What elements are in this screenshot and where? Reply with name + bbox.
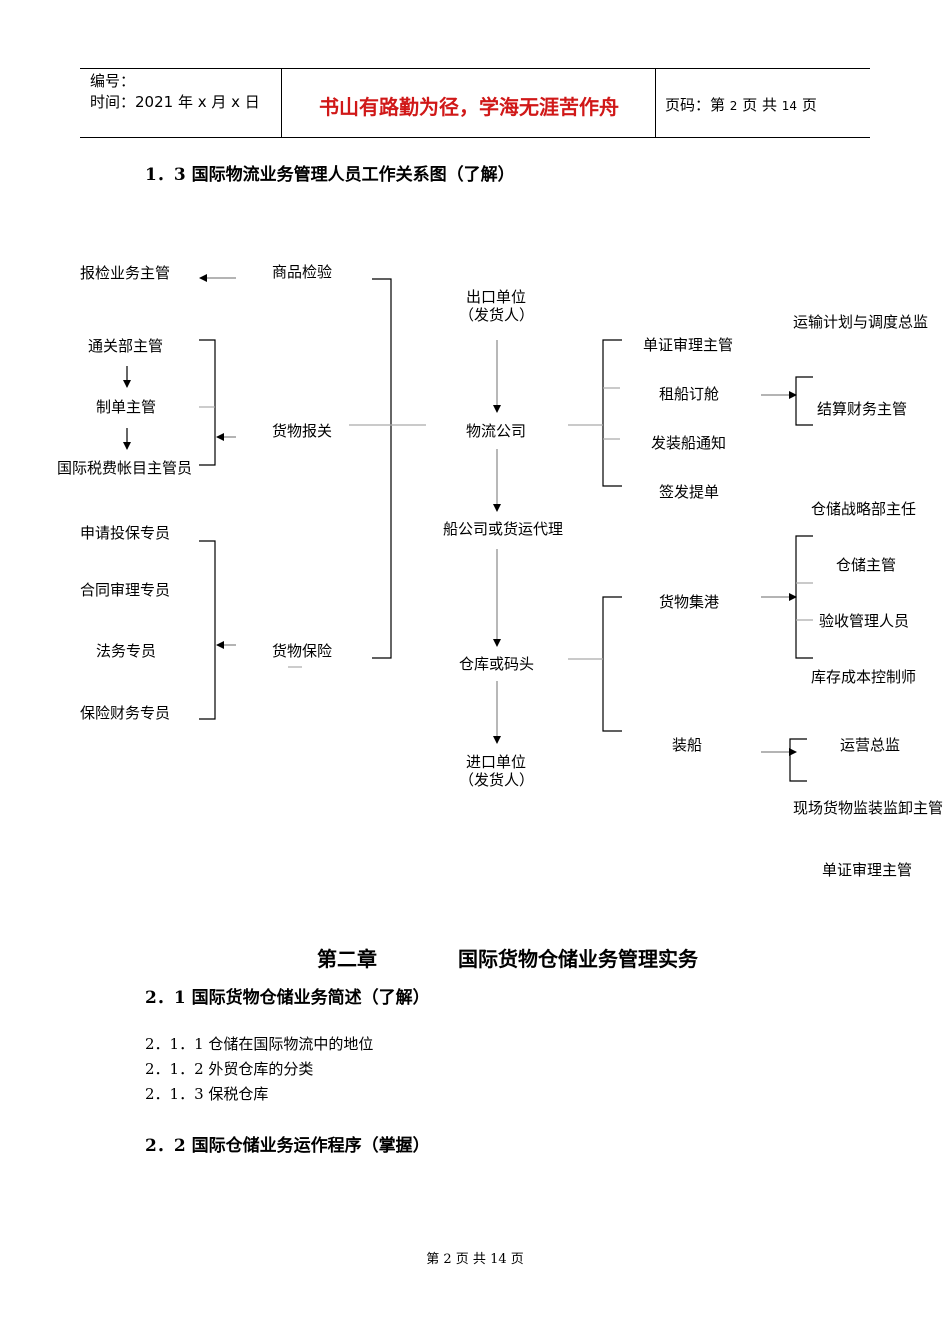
- footer-suffix: 页: [510, 1252, 524, 1267]
- bracket: [795, 376, 813, 426]
- footer-total: 14: [490, 1252, 507, 1267]
- node-warehouse-strategy: 仓储战略部主任: [811, 500, 917, 518]
- page-current: 2: [729, 99, 738, 113]
- bracket: [199, 339, 216, 466]
- page-header: 编号： 时间：2021 年 x 月 x 日 书山有路勤为径，学海无涯苦作舟 页码…: [80, 68, 870, 138]
- node-exporter-line1: 出口单位: [466, 288, 527, 306]
- page-mid: 页 共: [742, 96, 777, 114]
- node-warehouse-supervisor: 仓储主管: [836, 556, 897, 574]
- node-insurance-applicant: 申请投保专员: [80, 524, 171, 542]
- node-shipping-notice: 发装船通知: [651, 434, 727, 452]
- bracket: [602, 339, 622, 487]
- doc-time-label: 时间：2021 年 x 月 x 日: [90, 93, 260, 111]
- node-cargo-consolidation: 货物集港: [659, 593, 720, 611]
- header-divider: [655, 69, 656, 137]
- list-item: 2．1．3 保税仓库: [145, 1085, 269, 1103]
- node-document-supervisor: 制单主管: [96, 398, 157, 416]
- node-insurance-finance: 保险财务专员: [80, 704, 171, 722]
- node-inspection-supervisor: 报检业务主管: [80, 264, 171, 282]
- node-document-review-2: 单证审理主管: [822, 861, 913, 879]
- node-loading: 装船: [672, 736, 703, 754]
- section-heading: 1．3 国际物流业务管理人员工作关系图（了解）: [145, 165, 515, 185]
- doc-number-label: 编号：: [90, 72, 136, 90]
- bracket: [789, 738, 807, 782]
- node-transport-director: 运输计划与调度总监: [793, 313, 929, 331]
- node-inventory-cost: 库存成本控制师: [811, 668, 917, 686]
- page-suffix: 页: [801, 96, 817, 114]
- list-item: 2．1．1 仓储在国际物流中的地位: [145, 1035, 374, 1053]
- footer-mid: 页 共: [455, 1252, 486, 1267]
- node-site-supervisor: 现场货物监装监卸主管: [793, 799, 944, 817]
- node-shipping-agent: 船公司或货运代理: [443, 520, 564, 538]
- node-settlement-finance: 结算财务主管: [817, 400, 908, 418]
- bracket: [372, 278, 392, 659]
- header-meta: 编号： 时间：2021 年 x 月 x 日: [90, 71, 260, 113]
- node-bill-issue: 签发提单: [659, 483, 720, 501]
- node-legal-specialist: 法务专员: [96, 642, 157, 660]
- node-importer-line2: （发货人）: [459, 771, 535, 789]
- node-warehouse-terminal: 仓库或码头: [459, 655, 535, 673]
- chapter-title: 国际货物仓储业务管理实务: [458, 947, 698, 971]
- header-page-indicator: 页码：第 2 页 共 14 页: [665, 94, 817, 115]
- page-prefix: 页码：第: [665, 96, 726, 114]
- page-total: 14: [781, 99, 798, 113]
- node-commodity-inspection: 商品检验: [272, 263, 333, 281]
- node-exporter-line2: （发货人）: [459, 306, 535, 324]
- chapter-label: 第二章: [317, 947, 377, 971]
- bracket: [199, 540, 216, 720]
- node-tax-account-supervisor: 国际税费帐目主管员: [57, 459, 193, 477]
- node-importer-line1: 进口单位: [466, 753, 527, 771]
- list-item: 2．1．2 外贸仓库的分类: [145, 1060, 314, 1078]
- section-heading: 2．2 国际仓储业务运作程序（掌握）: [145, 1136, 430, 1156]
- bracket: [602, 596, 622, 732]
- page-footer: 第 2 页 共 14 页: [0, 1248, 950, 1267]
- node-acceptance-staff: 验收管理人员: [819, 612, 910, 630]
- node-logistics-company: 物流公司: [466, 422, 527, 440]
- header-motto: 书山有路勤为径，学海无涯苦作舟: [319, 95, 619, 119]
- node-charter-booking: 租船订舱: [659, 385, 720, 403]
- footer-current: 2: [443, 1252, 452, 1267]
- node-contract-reviewer: 合同审理专员: [80, 581, 171, 599]
- node-document-review: 单证审理主管: [643, 336, 734, 354]
- bracket: [795, 535, 813, 659]
- node-operations-director: 运营总监: [840, 736, 901, 754]
- header-divider: [281, 69, 282, 137]
- node-cargo-insurance: 货物保险: [272, 642, 333, 660]
- node-customs-dept-supervisor: 通关部主管: [88, 337, 164, 355]
- footer-prefix: 第: [426, 1252, 440, 1267]
- node-customs-declaration: 货物报关: [272, 422, 333, 440]
- section-heading: 2．1 国际货物仓储业务简述（了解）: [145, 988, 430, 1008]
